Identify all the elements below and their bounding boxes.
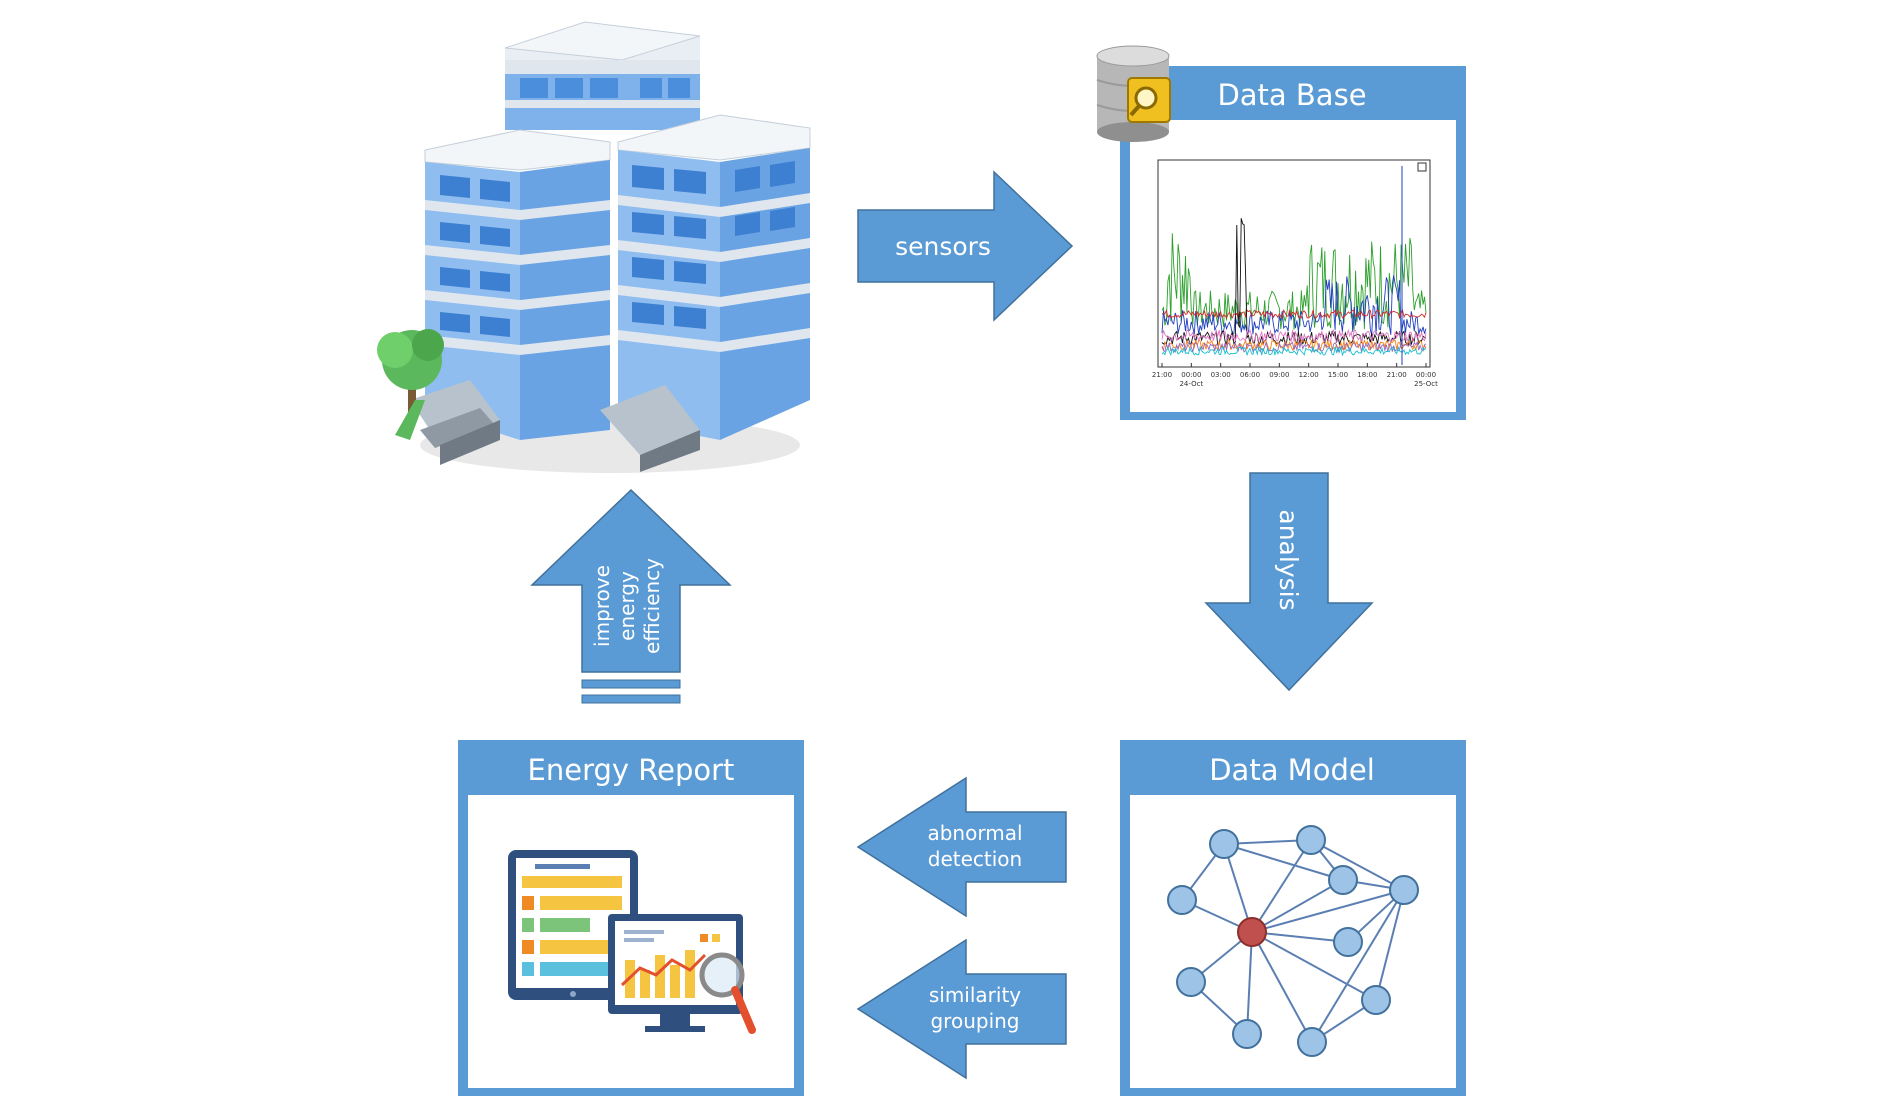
- database-panel: Data Base 21:00 00:00 03:00 06:00 09:00 12:00…: [1096, 45, 1466, 420]
- abnormal-detection-arrow: abnormal detection: [856, 776, 1067, 918]
- analysis-arrow: analysis: [1204, 472, 1374, 692]
- chart-series: [1161, 166, 1427, 365]
- sensor-trace: [1161, 328, 1427, 344]
- sensor-trace: [1161, 340, 1427, 354]
- chart-plot-area: [1157, 159, 1431, 368]
- graph-node: [1296, 825, 1326, 855]
- analysis-label: analysis: [1274, 509, 1303, 610]
- graph-node: [1328, 865, 1358, 895]
- x-date-label: 25-Oct: [1414, 380, 1438, 388]
- x-tick-label: 03:00: [1211, 371, 1231, 379]
- similarity-label-line2: grouping: [930, 1009, 1019, 1033]
- abnormal-label-line2: detection: [928, 847, 1022, 871]
- x-tick-label: 21:00: [1387, 371, 1407, 379]
- sensors-arrow: sensors: [857, 170, 1074, 322]
- data-model-panel: Data Model: [1120, 740, 1466, 1096]
- chart-x-ticks: 21:00 00:00 03:00 06:00 09:00 12:00 15:00 18:00…: [1152, 363, 1438, 388]
- database-search-icon: [1096, 45, 1171, 142]
- graph-node: [1333, 927, 1363, 957]
- sensor-trace: [1161, 308, 1427, 320]
- graph-node: [1297, 1027, 1327, 1057]
- sensors-label: sensors: [895, 232, 991, 261]
- x-tick-label: 21:00: [1152, 371, 1172, 379]
- sensor-trace: [1161, 345, 1427, 357]
- data-model-title: Data Model: [1209, 753, 1375, 787]
- sensor-timeseries-chart: 21:00 00:00 03:00 06:00 09:00 12:00 15:00 18:00…: [1152, 159, 1438, 388]
- graph-node-center: [1237, 917, 1267, 947]
- graph-node: [1167, 885, 1197, 915]
- x-date-label: 24-Oct: [1179, 380, 1203, 388]
- x-tick-label: 00:00: [1416, 371, 1436, 379]
- similarity-label-line1: similarity: [929, 983, 1021, 1007]
- database-title: Data Base: [1217, 78, 1366, 112]
- similarity-grouping-arrow: similarity grouping: [856, 938, 1067, 1080]
- x-tick-label: 12:00: [1299, 371, 1319, 379]
- improve-energy-efficiency-arrow: improve energy efficiency: [530, 488, 732, 704]
- energy-report-panel: Energy Report: [458, 740, 804, 1096]
- x-tick-label: 09:00: [1269, 371, 1289, 379]
- energy-report-title: Energy Report: [528, 753, 735, 787]
- improve-label-line2: energy: [615, 571, 639, 641]
- office-buildings-icon: [377, 21, 811, 473]
- improve-label-line1: improve: [590, 565, 614, 647]
- x-tick-label: 15:00: [1328, 371, 1348, 379]
- graph-node: [1232, 1019, 1262, 1049]
- report-dashboard-icon: [508, 850, 756, 1034]
- x-tick-label: 06:00: [1240, 371, 1260, 379]
- graph-node: [1389, 875, 1419, 905]
- graph-node: [1209, 829, 1239, 859]
- x-tick-label: 00:00: [1181, 371, 1201, 379]
- sensor-trace: [1161, 233, 1427, 330]
- tree-icon: [377, 329, 444, 440]
- abnormal-label-line1: abnormal: [927, 821, 1022, 845]
- sensor-trace: [1161, 218, 1427, 347]
- improve-label-line3: efficiency: [640, 558, 664, 654]
- graph-node: [1176, 967, 1206, 997]
- x-tick-label: 18:00: [1357, 371, 1377, 379]
- graph-node: [1361, 985, 1391, 1015]
- network-nodes: [1167, 825, 1419, 1057]
